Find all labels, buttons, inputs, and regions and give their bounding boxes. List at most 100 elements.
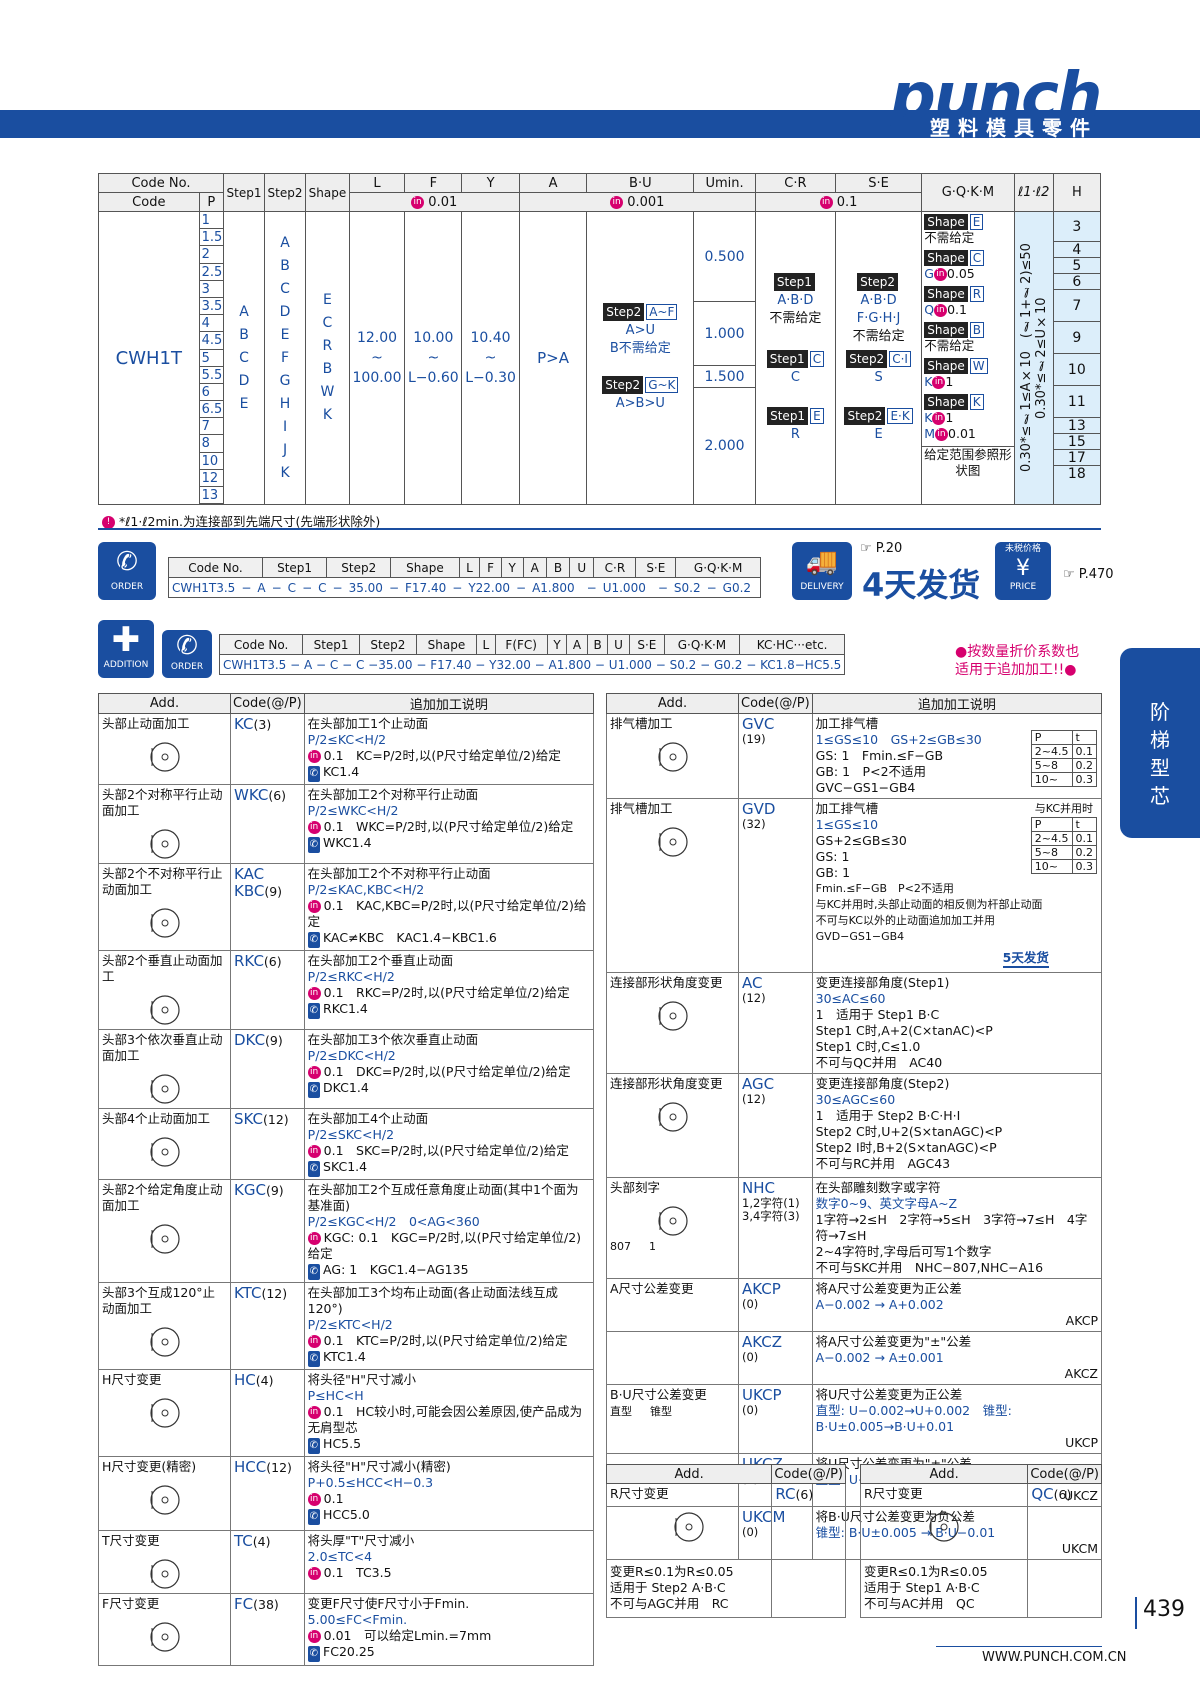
addition-code: DKC (234, 1031, 266, 1049)
H-value: 13 (1053, 418, 1100, 434)
diagram (149, 1137, 180, 1167)
order2-header: F(FC) (494, 634, 548, 655)
order2-header: Code No. (218, 634, 304, 655)
H-value: 7 (1053, 290, 1100, 322)
addition-desc-line: GB: 1 (815, 865, 851, 880)
addition-desc-line: 不可与QC并用 AC40 (815, 1055, 943, 1070)
addition-range: P/2≤WKC<H/2 (307, 803, 399, 818)
step1-value: A (239, 303, 249, 320)
price-ref[interactable]: ☞ P.470 (1063, 567, 1114, 582)
five-day-badge: 5天发货 (1002, 950, 1049, 968)
tolerance-icon: in (933, 268, 947, 281)
H-value: 15 (1053, 434, 1100, 450)
addition-range: P≤HC<H (307, 1388, 364, 1403)
addition-range: 2.0≤TC<4 (307, 1549, 373, 1564)
addition-desc-line: 不可与AC并用 QC (864, 1596, 975, 1611)
tolerance-icon: in (819, 195, 833, 209)
delivery-icon: 🚚DELIVERY (792, 542, 852, 600)
addition-icon: ✚ADDITION (98, 620, 154, 678)
H-value: 10 (1053, 354, 1100, 386)
divider (98, 528, 1101, 530)
diagram (657, 1001, 688, 1031)
addition-desc: 在头部加工2个垂直止动面 (307, 953, 454, 968)
step2-value: E (280, 326, 290, 343)
step2-value: F (281, 349, 290, 366)
p-value: 8 (199, 435, 223, 453)
spec-table: Code No. Step1 Step2 Shape L F Y A B·U U… (98, 173, 1102, 506)
addition-name: 连接部形状角度变更 (610, 1076, 723, 1091)
tolerance-icon: in (411, 195, 425, 209)
diagram (657, 1102, 688, 1132)
website[interactable]: WWW.PUNCH.COM.CN (982, 1650, 1127, 1665)
th-SE: S·E (834, 173, 923, 193)
addition-name: A尺寸公差变更 (610, 1281, 694, 1296)
diagram (149, 1074, 180, 1104)
addition-range: P/2≤KAC,KBC<H/2 (307, 882, 425, 897)
addition-range: P/2≤RKC<H/2 (307, 969, 395, 984)
diagram-label: 锥型 (650, 1405, 672, 1418)
tolerance-icon: in (307, 1406, 321, 1419)
H-value: 18 (1067, 466, 1086, 482)
addition-desc-line: 适用于 Step2 A·B·C (610, 1580, 726, 1595)
th-shape: Shape (305, 173, 350, 212)
step2-value: C (280, 280, 290, 297)
order1-header: U (569, 557, 595, 578)
step2-value: J (282, 441, 288, 458)
order2-header: Step2 (358, 634, 417, 655)
th-GQKM: G·Q·K·M (921, 173, 1015, 212)
addition-desc: 在头部加工2个不对称平行止动面 (307, 866, 491, 881)
L-range: 12.00~100.00 (348, 210, 406, 506)
addition-name: H尺寸变更(精密) (102, 1459, 197, 1474)
side-tab[interactable]: 阶梯型芯 (1120, 648, 1200, 838)
page-number: 439 (1135, 1597, 1185, 1629)
order1-header: G·Q·K·M (675, 557, 762, 578)
step2-value: A (280, 234, 290, 251)
th-F: F (404, 173, 463, 193)
order2-header: Y (546, 634, 568, 655)
diagram (149, 1622, 180, 1652)
order-icon-small: ✆ (307, 1264, 321, 1280)
addition-code: AC (742, 974, 763, 992)
H-value: 3 (1053, 212, 1100, 242)
step1-value: B (239, 326, 249, 343)
p-value: 4 (199, 315, 223, 333)
diagram (657, 742, 688, 772)
addition-code: QC (1031, 1485, 1054, 1503)
addition-desc: 变更F尺寸使F尺寸小于Fmin. (307, 1596, 470, 1611)
addition-range: P/2≤DKC<H/2 (307, 1048, 396, 1063)
addition-range: P/2≤SKC<H/2 (307, 1127, 395, 1142)
addition-desc-line: 30≤AGC≤60 (815, 1092, 896, 1107)
order-example-2-value: CWH1T3.5 − A − C − C −35.00 − F17.40 − Y… (218, 654, 846, 675)
H-value: 17 (1053, 450, 1100, 466)
addition-desc: 在头部加工3个依次垂直止动面 (307, 1032, 479, 1047)
addition-name: R尺寸变更 (610, 1486, 669, 1501)
F-range: 10.00~L−0.60 (404, 210, 463, 506)
order1-header: S·E (635, 557, 677, 578)
step2-value: K (280, 464, 290, 481)
tolerance-icon: in (307, 1232, 321, 1245)
tolerance-icon: in (307, 987, 321, 1000)
diagram (149, 829, 180, 859)
shape-value: B (322, 361, 333, 378)
addition-name: 头部3个依次垂直止动面加工 (102, 1032, 223, 1063)
tolerance-icon: in (307, 900, 321, 913)
addition-desc-line: AKCZ (1064, 1366, 1098, 1381)
tolerance-icon: in (932, 376, 946, 389)
order-icon-small: ✆ (307, 1161, 321, 1177)
delivery-ref[interactable]: ☞ P.20 (860, 541, 903, 556)
addition-name: 头部2个给定角度止动面加工 (102, 1182, 223, 1213)
order1-header: Y (500, 557, 524, 578)
